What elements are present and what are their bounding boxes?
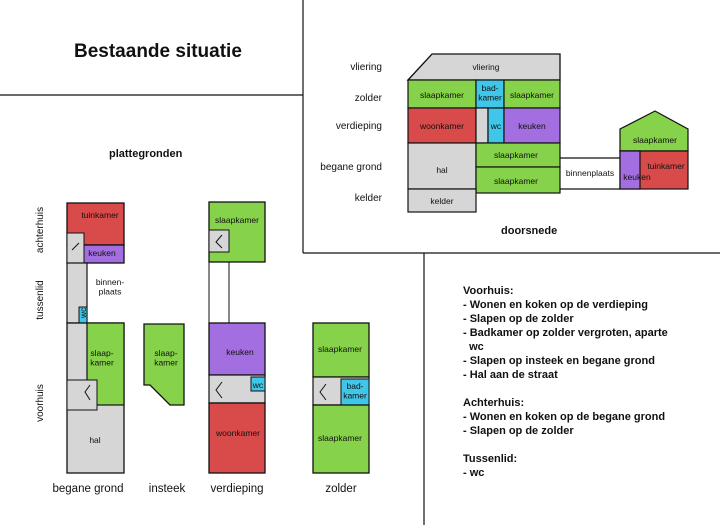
notes-item: - Wonen en koken op de verdieping — [463, 299, 648, 311]
text-line: kamer — [343, 390, 367, 400]
room-stair — [475, 107, 489, 144]
room-label: kelder — [430, 196, 453, 206]
room-label: bad-kamer — [343, 381, 367, 400]
notes-item: - Slapen op de zolder — [463, 313, 574, 325]
room-achterhuis-slaapkamer — [619, 110, 689, 152]
room-label: keuken — [88, 248, 116, 258]
notes-panel: Voorhuis: - Wonen en koken op de verdiep… — [463, 284, 713, 494]
room-label: wc — [78, 307, 88, 319]
plan-stair — [208, 229, 230, 253]
room-label: wc — [252, 380, 264, 390]
room-label: tuinkamer — [81, 210, 118, 220]
room-kelder — [407, 188, 477, 213]
text-line: kamer — [90, 357, 114, 367]
plan-wc — [250, 376, 266, 392]
room-label: keuken — [518, 121, 546, 131]
notes-item: wc — [463, 341, 484, 353]
stair-arrow-icon — [215, 381, 223, 399]
plan-badkamer — [340, 378, 370, 406]
room-label: slaapkamer — [633, 135, 677, 145]
level-label-verdieping: verdieping — [336, 121, 382, 132]
plan-stair — [66, 379, 98, 411]
room-label: hal — [436, 165, 447, 175]
level-label-kelder: kelder — [355, 193, 383, 204]
room-label: slaap-kamer — [90, 348, 114, 367]
notes-item: - wc — [463, 467, 485, 479]
text-line: plaats — [99, 286, 122, 296]
room-label: slaapkamer — [494, 176, 538, 186]
stair-arrow-icon — [71, 242, 80, 251]
room-woonkamer — [407, 107, 477, 144]
text-line: slaap- — [154, 348, 177, 358]
stair-arrow-icon — [84, 384, 91, 401]
notes-achterhuis: Achterhuis: - Wonen en koken op de began… — [463, 396, 713, 438]
plan-caption-begane-grond: begane grond — [53, 483, 124, 495]
room-label: vliering — [473, 62, 500, 72]
notes-heading: Voorhuis: — [463, 285, 514, 297]
text-line: kamer — [478, 92, 502, 102]
room-label: slaapkamer — [494, 150, 538, 160]
plan-caption-insteek: insteek — [149, 483, 186, 495]
room-achterhuis-keuken — [619, 150, 641, 190]
room-label: woonkamer — [215, 428, 260, 438]
plan-woonkamer — [208, 402, 266, 474]
floorplans: achterhuis tussenlid voorhuis tuinkamer … — [35, 201, 370, 495]
page-title: Bestaande situatie — [74, 41, 242, 62]
level-label-begane-grond: begane grond — [320, 162, 382, 173]
room-slaapkamer-bg — [475, 166, 561, 194]
notes-item: - Wonen en koken op de begane grond — [463, 411, 666, 423]
notes-item: - Slapen op de zolder — [463, 425, 574, 437]
room-keuken — [503, 107, 561, 144]
plan-caption-zolder: zolder — [325, 483, 356, 495]
room-slaapkamer-insteek — [475, 142, 561, 168]
plan-keuken — [208, 322, 266, 376]
plan-insteek-slaapkamer — [143, 323, 185, 406]
level-label-zolder: zolder — [355, 93, 383, 104]
plan-slaapkamer — [312, 404, 370, 474]
room-hal — [407, 142, 477, 190]
notes-item: - Badkamer op zolder vergroten, aparte — [463, 327, 668, 339]
stair-arrow-icon — [215, 234, 223, 249]
level-label-vliering: vliering — [350, 62, 382, 73]
room-label: slaapkamer — [318, 344, 362, 354]
section-heading: doorsnede — [501, 225, 557, 237]
room-label: hal — [89, 435, 100, 445]
room-label: wc — [490, 121, 502, 131]
stair-arrow-icon — [319, 383, 327, 401]
section-drawing: vliering zolder verdieping begane grond … — [320, 53, 689, 213]
room-label: tuinkamer — [647, 161, 684, 171]
room-label: keuken — [623, 172, 651, 182]
room-label: woonkamer — [419, 121, 464, 131]
notes-item: - Hal aan de straat — [463, 369, 558, 381]
room-label: slaap-kamer — [154, 348, 178, 367]
text-line: kamer — [154, 357, 178, 367]
text-line: bad- — [481, 83, 498, 93]
plan-stair — [66, 232, 85, 264]
notes-voorhuis: Voorhuis: - Wonen en koken op de verdiep… — [463, 284, 713, 382]
side-label-voorhuis: voorhuis — [35, 384, 46, 422]
room-label: slaapkamer — [420, 90, 464, 100]
text-line: slaap- — [90, 348, 113, 358]
side-label-tussenlid: tussenlid — [35, 280, 46, 319]
side-label-achterhuis: achterhuis — [35, 207, 46, 253]
notes-heading: Achterhuis: — [463, 397, 525, 409]
text-line: binnen- — [96, 277, 125, 287]
room-zolder-slaapkamer — [407, 79, 477, 109]
room-label: keuken — [226, 347, 254, 357]
room-label: binnenplaats — [566, 168, 614, 178]
text-line: bad- — [346, 381, 363, 391]
room-label: binnen-plaats — [96, 277, 125, 296]
notes-tussenlid: Tussenlid: - wc — [463, 452, 713, 480]
floorplans-heading: plattegronden — [109, 148, 183, 160]
room-label: bad-kamer — [478, 83, 502, 102]
room-label: slaapkamer — [318, 433, 362, 443]
notes-item: - Slapen op insteek en begane grond — [463, 355, 655, 367]
notes-heading: Tussenlid: — [463, 453, 518, 465]
plan-caption-verdieping: verdieping — [210, 483, 263, 495]
room-label: slaapkamer — [215, 215, 259, 225]
room-zolder-slaapkamer — [503, 79, 561, 109]
room-label: slaapkamer — [510, 90, 554, 100]
